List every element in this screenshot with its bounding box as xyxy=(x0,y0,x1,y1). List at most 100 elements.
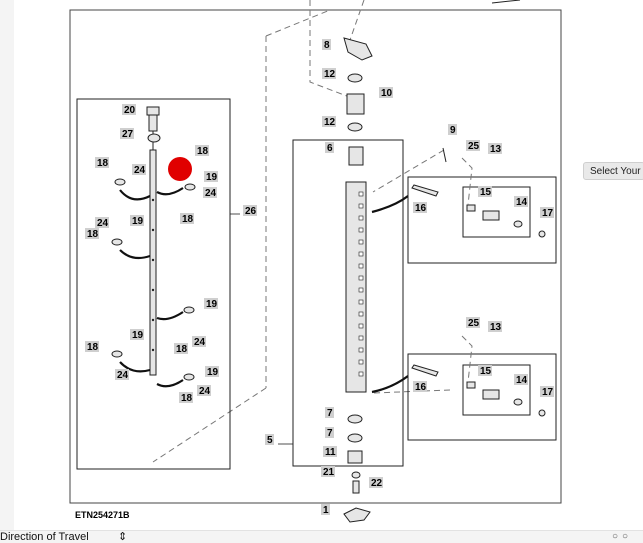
callout-box xyxy=(204,171,218,182)
callout-c14a[interactable]: 14 xyxy=(516,197,528,208)
callout-c8[interactable]: 8 xyxy=(324,40,330,51)
callout-box xyxy=(180,213,194,224)
arrow-lower xyxy=(371,375,409,394)
right-lower-inner-box xyxy=(462,364,531,416)
callout-c19a[interactable]: 19 xyxy=(206,172,218,183)
callout-c15a[interactable]: 15 xyxy=(480,187,492,198)
part-15-lower-a xyxy=(466,381,476,389)
callout-c25a[interactable]: 25 xyxy=(468,141,480,152)
callout-c25b[interactable]: 25 xyxy=(468,318,480,329)
callout-c19d[interactable]: 19 xyxy=(132,330,144,341)
part-14-lower xyxy=(513,398,523,406)
callout-c15b[interactable]: 15 xyxy=(480,366,492,377)
callout-box xyxy=(325,407,334,418)
callout-c1[interactable]: 1 xyxy=(323,505,329,516)
callout-c24f[interactable]: 24 xyxy=(199,386,211,397)
select-your-button[interactable]: Select Your xyxy=(583,162,643,180)
callout-c12a[interactable]: 12 xyxy=(324,69,336,80)
callout-box xyxy=(197,385,211,396)
callout-c16b[interactable]: 16 xyxy=(415,382,427,393)
callout-c18e[interactable]: 18 xyxy=(87,342,99,353)
right-lower-box xyxy=(407,353,557,441)
diagram-sheet xyxy=(14,0,643,530)
callout-box xyxy=(322,39,331,50)
callout-box xyxy=(478,186,492,197)
callout-c16a[interactable]: 16 xyxy=(415,203,427,214)
callout-c24b[interactable]: 24 xyxy=(205,188,217,199)
callout-box xyxy=(95,217,109,228)
callout-c18a[interactable]: 18 xyxy=(197,146,209,157)
part-15-upper-a xyxy=(466,204,476,212)
part-1 xyxy=(343,507,371,523)
callout-c24c[interactable]: 24 xyxy=(97,218,109,229)
callout-box xyxy=(132,164,146,175)
part-16-upper xyxy=(411,184,439,197)
callout-c26[interactable]: 26 xyxy=(245,206,257,217)
part-7-upper xyxy=(347,414,363,424)
callout-c22[interactable]: 22 xyxy=(371,478,383,489)
callout-box xyxy=(192,336,206,347)
callout-c13a[interactable]: 13 xyxy=(490,144,502,155)
callout-c18f[interactable]: 18 xyxy=(176,344,188,355)
callout-c21[interactable]: 21 xyxy=(323,467,335,478)
callout-c18c[interactable]: 18 xyxy=(182,214,194,225)
callout-box xyxy=(130,329,144,340)
callout-box xyxy=(413,381,427,392)
callout-c27[interactable]: 27 xyxy=(122,129,134,140)
part-22 xyxy=(352,480,360,494)
callout-c24a[interactable]: 24 xyxy=(134,165,146,176)
callout-c19b[interactable]: 19 xyxy=(132,216,144,227)
callout-c14b[interactable]: 14 xyxy=(516,375,528,386)
callout-c24e[interactable]: 24 xyxy=(117,370,129,381)
callout-c19e[interactable]: 19 xyxy=(207,367,219,378)
callout-c19c[interactable]: 19 xyxy=(206,299,218,310)
part-20 xyxy=(146,106,160,116)
callout-c18b[interactable]: 18 xyxy=(97,158,109,169)
callout-c24d[interactable]: 24 xyxy=(194,337,206,348)
callout-box xyxy=(321,504,330,515)
callout-box xyxy=(203,187,217,198)
callout-c6[interactable]: 6 xyxy=(327,143,333,154)
dashed-guide xyxy=(309,0,353,99)
part-7-lower xyxy=(347,433,363,443)
callout-box xyxy=(95,157,109,168)
dashed-guide xyxy=(349,0,365,41)
callout-box xyxy=(540,386,554,397)
right-upper-inner-box xyxy=(462,186,531,238)
arrow-upper xyxy=(371,195,409,214)
dashed-guide xyxy=(372,389,451,394)
part-9 xyxy=(442,147,447,163)
callout-c7b[interactable]: 7 xyxy=(327,428,333,439)
callout-c17b[interactable]: 17 xyxy=(542,387,554,398)
figure-id: ETN254271B xyxy=(75,510,130,520)
column-holes xyxy=(358,191,364,377)
callout-c20[interactable]: 20 xyxy=(124,105,136,116)
left-fittings xyxy=(111,178,196,388)
callout-box xyxy=(120,128,134,139)
callout-c7a[interactable]: 7 xyxy=(327,408,333,419)
callout-box xyxy=(243,205,257,216)
callout-box xyxy=(488,321,502,332)
callout-c18d[interactable]: 18 xyxy=(87,229,99,240)
callout-box xyxy=(265,434,274,445)
callout-c13b[interactable]: 13 xyxy=(490,322,502,333)
callout-box xyxy=(478,365,492,376)
callout-c12b[interactable]: 12 xyxy=(324,117,336,128)
callout-c18g[interactable]: 18 xyxy=(181,393,193,404)
callout-c9[interactable]: 9 xyxy=(450,125,456,136)
chevron-up-down-icon[interactable]: ⇕ xyxy=(118,531,128,543)
callout-box xyxy=(540,207,554,218)
rail-holes xyxy=(151,198,155,352)
callout-c10[interactable]: 10 xyxy=(381,88,393,99)
callout-box xyxy=(85,341,99,352)
bottom-right-icons: ○○ xyxy=(612,531,633,542)
callout-box xyxy=(130,215,144,226)
callout-c17a[interactable]: 17 xyxy=(542,208,554,219)
callout-c11[interactable]: 11 xyxy=(325,447,336,458)
part-8 xyxy=(343,37,373,61)
callout-box xyxy=(122,104,136,115)
top-edge-part xyxy=(491,0,521,4)
callout-c5[interactable]: 5 xyxy=(267,435,273,446)
